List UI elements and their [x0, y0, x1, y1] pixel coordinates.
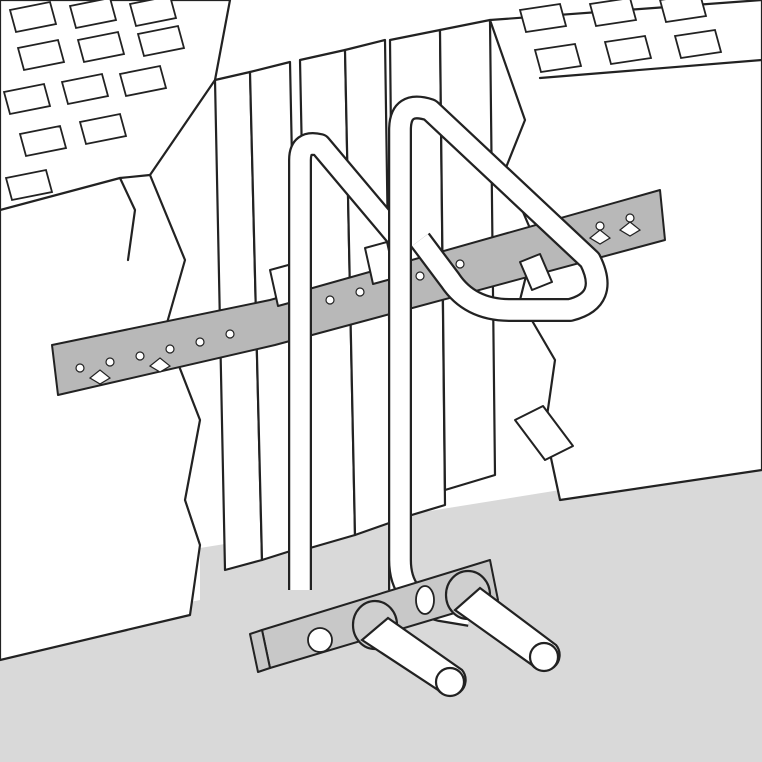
plate-slot [415, 585, 435, 615]
pipe-left [288, 132, 412, 590]
rail-perforations [75, 213, 642, 385]
wall-slabs [213, 18, 497, 572]
mounting-rail [51, 189, 666, 396]
brick-holes-left [2, 0, 186, 202]
pipe-outlet-left [351, 599, 467, 698]
brick-holes-right [518, 0, 723, 74]
left-brick-block [0, 0, 232, 662]
pipe-outlet-right [444, 569, 561, 673]
plate-hole [307, 627, 333, 653]
